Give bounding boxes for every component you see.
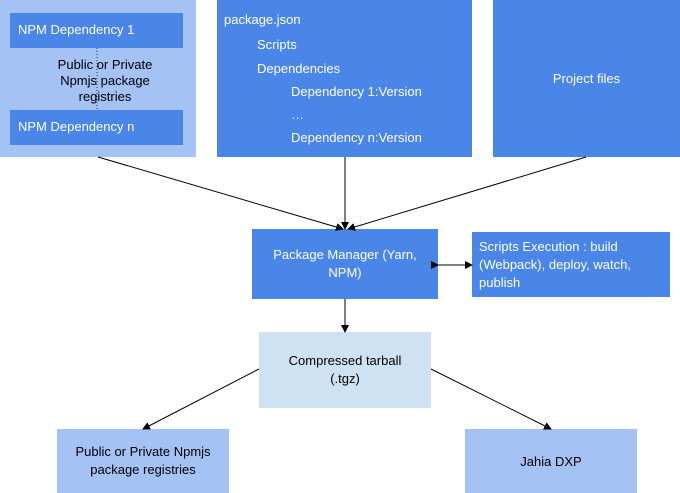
package-json-dep-first: Dependency 1:Version: [291, 84, 422, 99]
output-registries-box: Public or Private Npmjs package registri…: [57, 429, 229, 493]
npm-dependency-last: NPM Dependency n: [10, 110, 183, 145]
package-json-box: package.json Scripts Dependencies Depend…: [217, 0, 472, 157]
tarball-box: Compressed tarball (.tgz): [259, 332, 431, 408]
tarball-label: Compressed tarball (.tgz): [288, 353, 402, 386]
npm-dependency-last-label: NPM Dependency n: [18, 119, 135, 134]
package-json-dependencies: Dependencies: [257, 61, 341, 76]
project-files-label: Project files: [552, 71, 621, 86]
arrow-registries-to-manager: [97, 156, 344, 231]
jahia-label: Jahia DXP: [520, 453, 582, 469]
package-json-scripts: Scripts: [257, 37, 297, 52]
npm-dependency-first-label: NPM Dependency 1: [18, 22, 135, 37]
package-manager-label: Package Manager (Yarn, NPM): [273, 247, 417, 280]
arrow-project-files-to-manager: [347, 156, 587, 231]
package-json-title: package.json: [224, 12, 301, 27]
package-manager-box: Package Manager (Yarn, NPM): [252, 229, 438, 299]
package-json-dep-last: Dependency n:Version: [291, 130, 422, 145]
arrow-tarball-to-jahia: [430, 368, 552, 430]
scripts-execution-box: Scripts Execution : build (Webpack), dep…: [472, 232, 670, 297]
output-registries-label: Public or Private Npmjs package registri…: [75, 444, 211, 477]
project-files-box: Project files: [493, 0, 680, 157]
package-json-ellipsis: …: [291, 107, 304, 122]
jahia-box: Jahia DXP: [465, 429, 637, 493]
npm-dependency-first: NPM Dependency 1: [10, 13, 183, 48]
scripts-execution-label: Scripts Execution : build (Webpack), dep…: [479, 239, 631, 290]
arrow-tarball-to-registries: [142, 368, 260, 430]
